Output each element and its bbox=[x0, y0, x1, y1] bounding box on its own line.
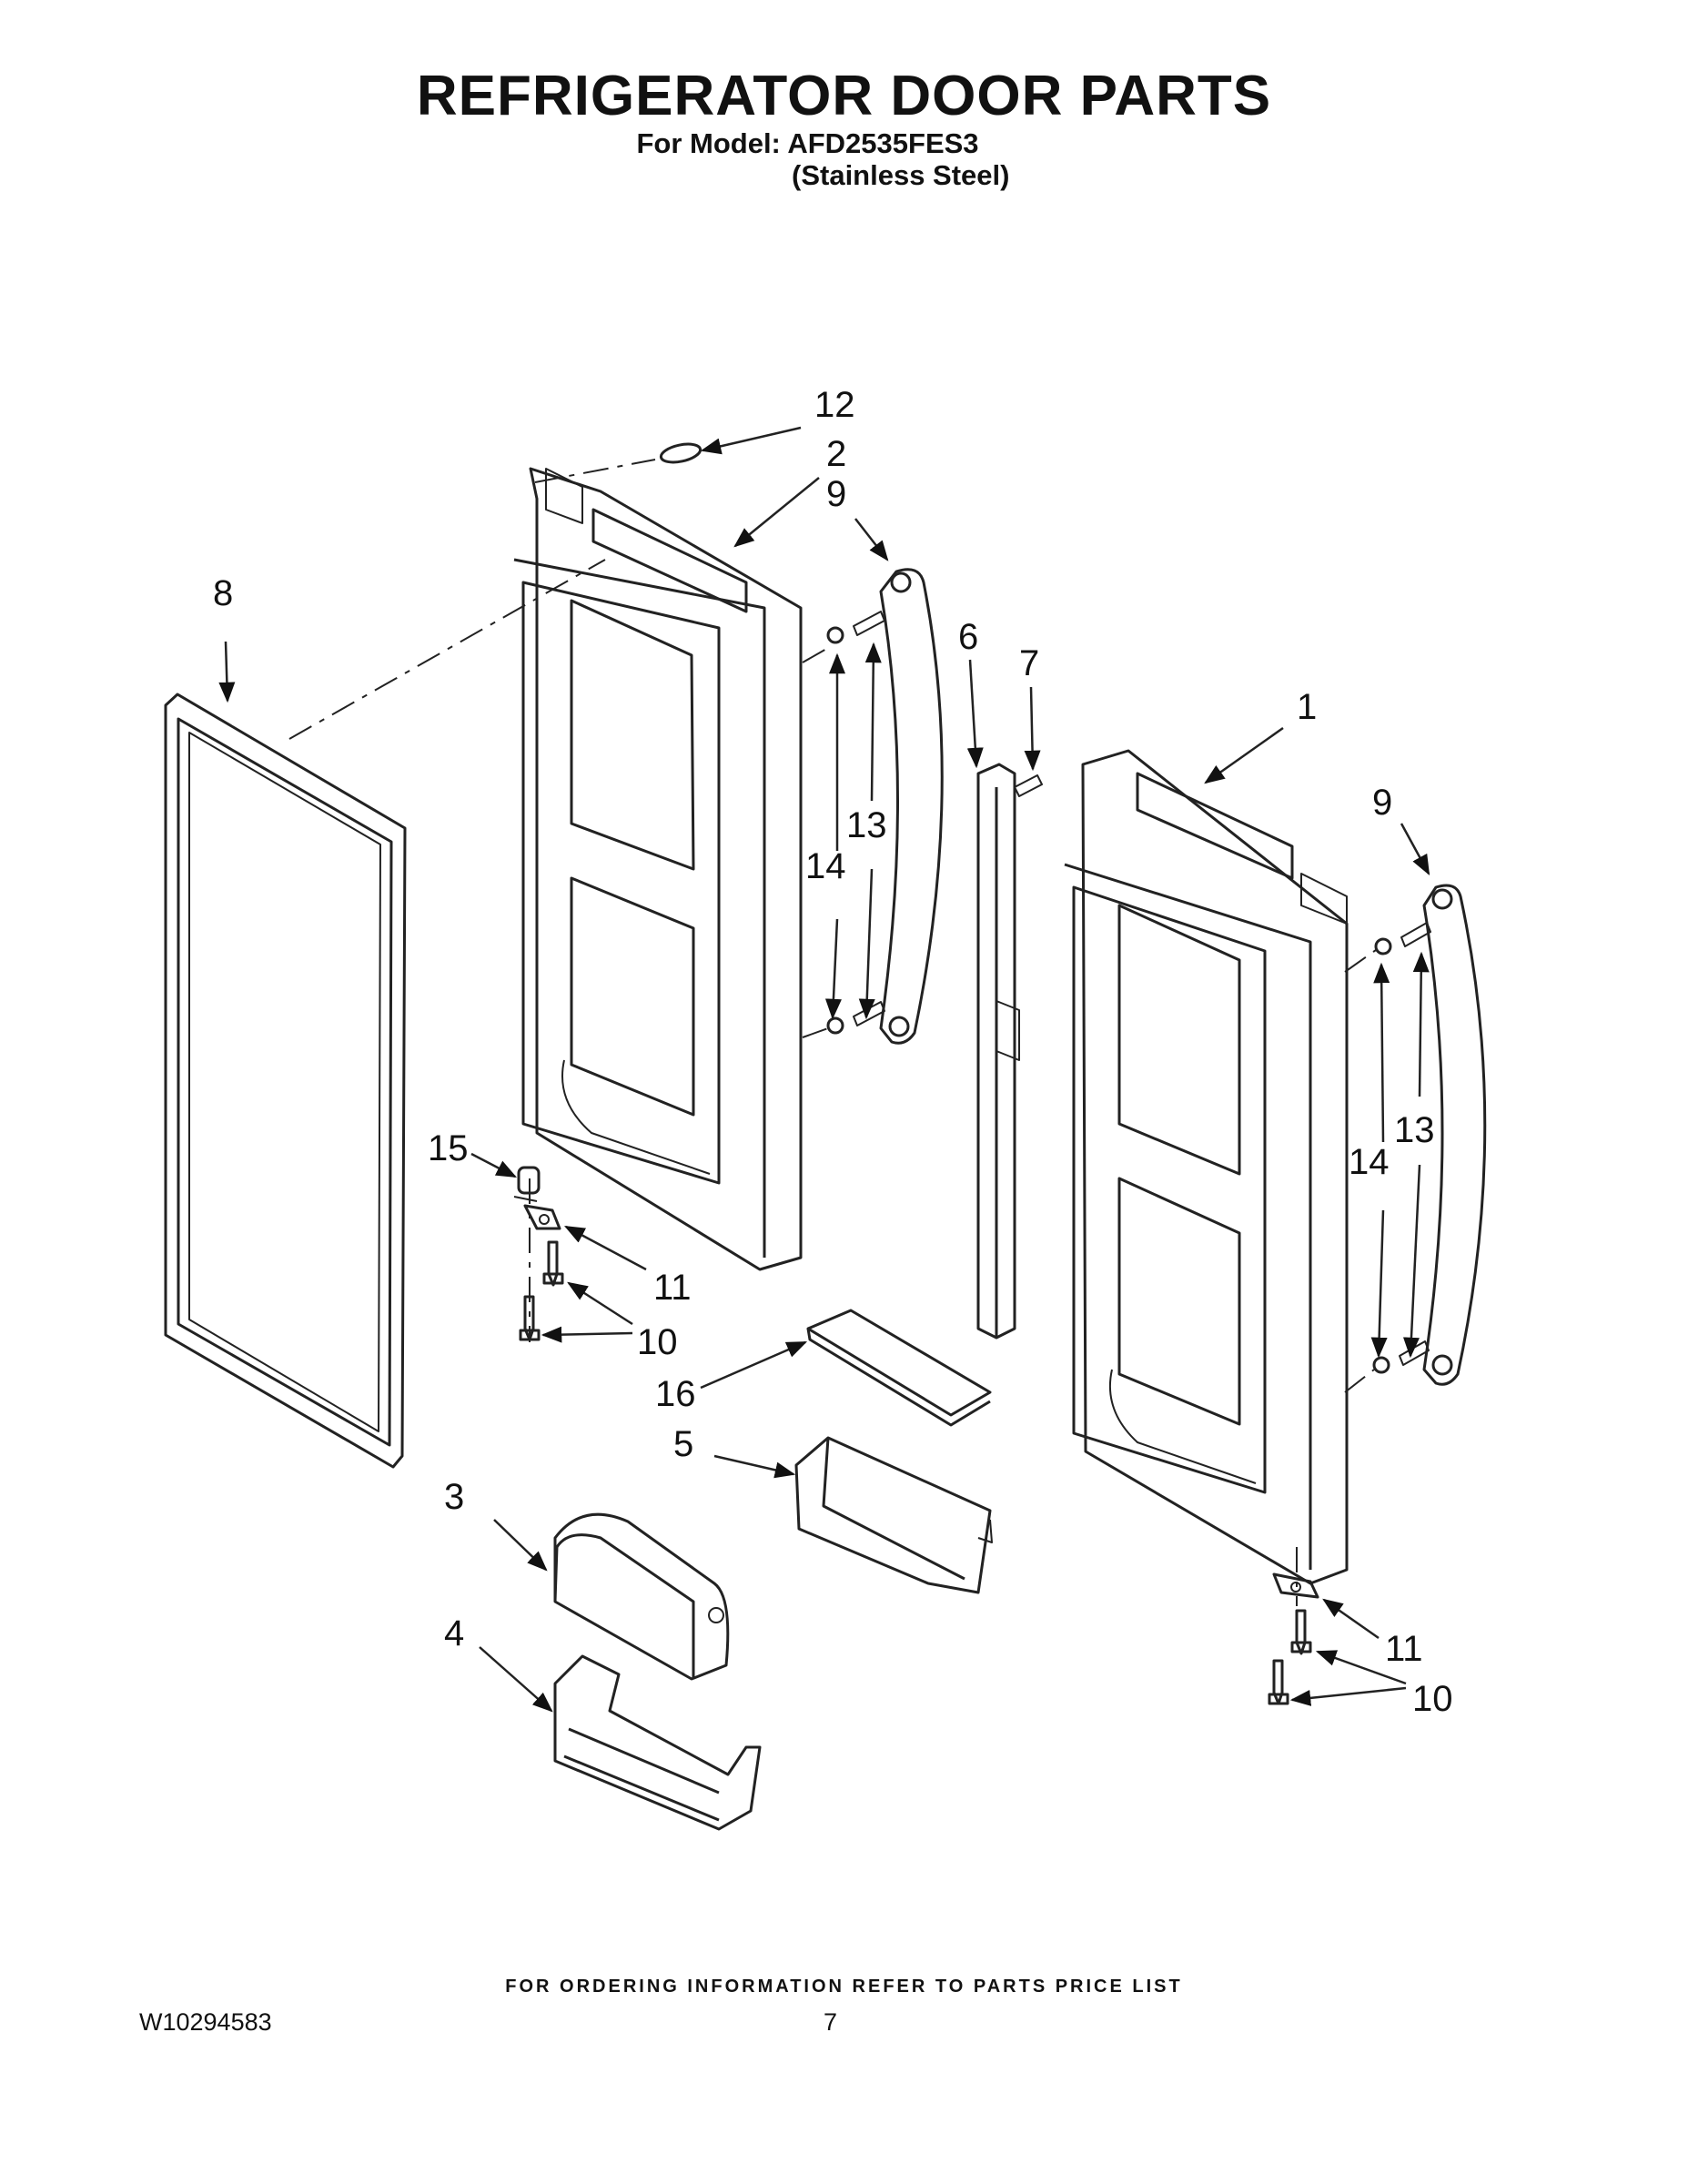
callout-12: 12 bbox=[814, 385, 855, 425]
page-number: 7 bbox=[824, 2008, 838, 2036]
callout-1: 1 bbox=[1297, 687, 1317, 727]
hinge-gasket bbox=[659, 442, 702, 464]
hinge-bushing bbox=[513, 1166, 541, 1202]
callout-5: 5 bbox=[673, 1424, 693, 1464]
leader-arrows bbox=[218, 426, 1430, 1713]
callout-7: 7 bbox=[1019, 643, 1039, 683]
callout-6: 6 bbox=[958, 617, 978, 657]
callout-labels: 12 2 9 8 6 7 1 9 13 14 13 14 15 11 10 16… bbox=[213, 385, 1453, 1719]
hinge-screws-left bbox=[519, 1240, 564, 1341]
callout-8: 8 bbox=[213, 573, 233, 613]
page-title: REFRIGERATOR DOOR PARTS bbox=[416, 65, 1272, 127]
bin-divider bbox=[806, 1309, 992, 1427]
right-door-liner bbox=[1064, 749, 1349, 1585]
callout-13-right: 13 bbox=[1394, 1110, 1435, 1150]
right-door-handle bbox=[1422, 884, 1487, 1386]
finish-line: (Stainless Steel) bbox=[792, 159, 1010, 191]
assembly-lines bbox=[288, 459, 1377, 1606]
model-label: For Model: AFD2535FES3 bbox=[636, 127, 979, 159]
callout-10-left: 10 bbox=[637, 1322, 678, 1362]
document-number: W10294583 bbox=[139, 2008, 272, 2036]
left-door-handle bbox=[879, 568, 944, 1045]
callout-15: 15 bbox=[428, 1128, 469, 1168]
hinge-shim-left bbox=[523, 1204, 561, 1230]
callout-11-right: 11 bbox=[1385, 1629, 1423, 1669]
door-bin bbox=[794, 1436, 993, 1594]
mullion-screw bbox=[1014, 774, 1043, 797]
left-door-liner bbox=[513, 467, 803, 1271]
callout-9-left: 9 bbox=[826, 474, 846, 514]
door-gasket bbox=[164, 693, 407, 1469]
door-bin-cover bbox=[553, 1512, 730, 1681]
ordering-info: FOR ORDERING INFORMATION REFER TO PARTS … bbox=[505, 1977, 1183, 1997]
callout-14-right: 14 bbox=[1349, 1142, 1390, 1182]
callout-14-left: 14 bbox=[805, 846, 846, 886]
callout-11-left: 11 bbox=[653, 1268, 692, 1308]
hinge-screws-right bbox=[1268, 1609, 1312, 1705]
callout-10-right: 10 bbox=[1412, 1679, 1453, 1719]
door-bin-base bbox=[553, 1654, 762, 1831]
callout-9-right: 9 bbox=[1372, 783, 1392, 823]
callout-3: 3 bbox=[444, 1477, 464, 1517]
callout-4: 4 bbox=[444, 1613, 464, 1653]
callout-2: 2 bbox=[826, 434, 846, 474]
center-mullion bbox=[976, 763, 1020, 1340]
callout-16: 16 bbox=[655, 1374, 696, 1414]
model-line: For Model: AFD2535FES3 bbox=[0, 127, 1688, 160]
callout-13-left: 13 bbox=[846, 805, 887, 845]
